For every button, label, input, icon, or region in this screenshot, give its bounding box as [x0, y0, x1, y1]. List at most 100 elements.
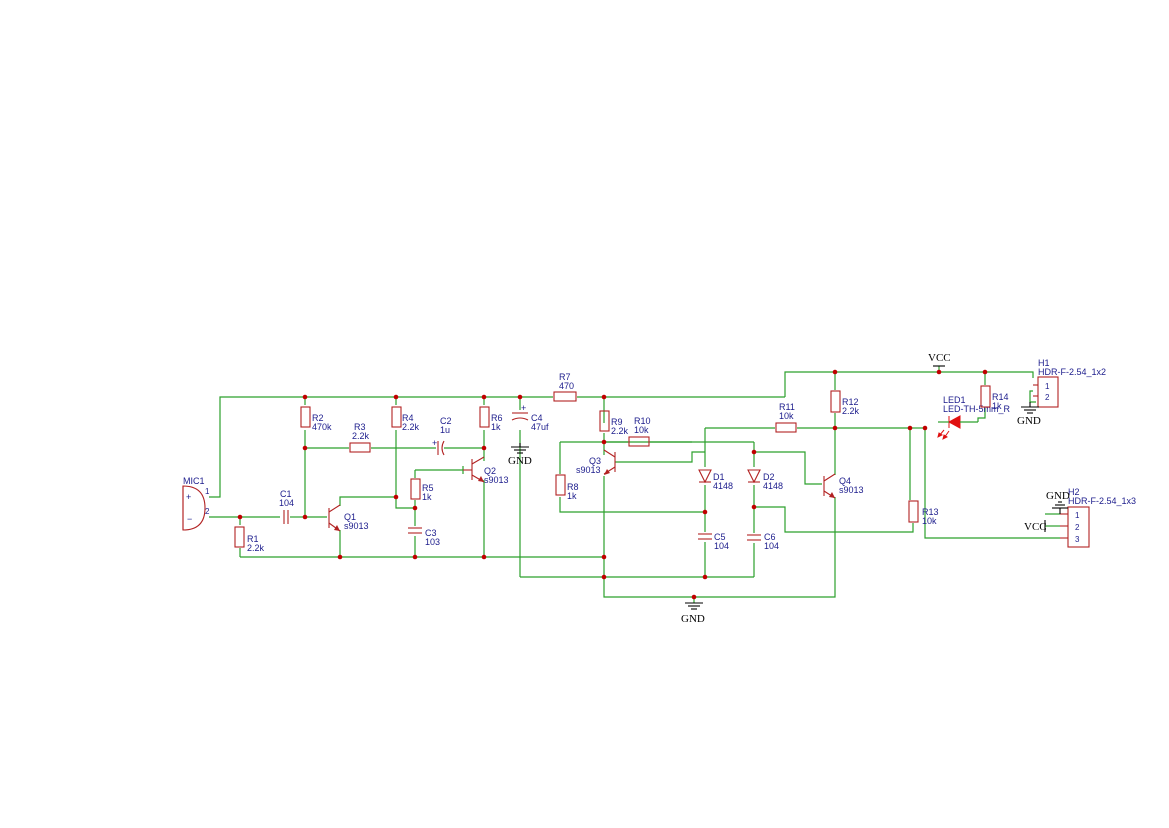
r1-value: 2.2k — [247, 543, 265, 553]
transistor-q2: Q2 s9013 — [463, 456, 509, 485]
r2-value: 470k — [312, 422, 332, 432]
c5-value: 104 — [714, 541, 729, 551]
diode-d1: D1 4148 — [698, 469, 733, 491]
h2-value: HDR-F-2.54_1x3 — [1068, 496, 1136, 506]
r11-ref: R11 — [779, 402, 795, 412]
r7-value: 470 — [559, 381, 574, 391]
d1-ref: D1 — [713, 472, 725, 482]
c3-value: 103 — [425, 537, 440, 547]
h1-value: HDR-F-2.54_1x2 — [1038, 367, 1106, 377]
resistor-r6: R6 1k — [479, 406, 503, 432]
r3-ref: R3 — [354, 422, 366, 432]
c6-value: 104 — [764, 541, 779, 551]
junctions — [237, 369, 988, 600]
r12-ref: R12 — [842, 397, 859, 407]
diode-d2: D2 4148 — [747, 469, 783, 491]
capacitor-c3: C3 103 — [408, 527, 440, 547]
gnd-label-h1: GND — [1017, 415, 1041, 427]
r6-ref: R6 — [491, 413, 503, 423]
gnd-label-1: GND — [508, 455, 532, 467]
led1-value: LED-TH-5mm_R — [943, 404, 1011, 414]
led-led1: LED1 LED-TH-5mm_R — [937, 395, 1011, 440]
r4-value: 2.2k — [402, 422, 420, 432]
r1-ref: R1 — [247, 534, 259, 544]
r6-value: 1k — [491, 422, 501, 432]
r10-value: 10k — [634, 425, 649, 435]
r12-value: 2.2k — [842, 406, 860, 416]
d2-value: 4148 — [763, 481, 783, 491]
capacitor-c2: + C2 1u — [432, 416, 452, 456]
c2-plus: + — [432, 438, 437, 448]
r9-ref: R9 — [611, 417, 623, 427]
c2-value: 1u — [440, 425, 450, 435]
h1-ref: H1 — [1038, 358, 1050, 368]
vcc-symbol: VCC — [928, 352, 951, 367]
resistor-r3: R3 2.2k — [349, 422, 371, 453]
r7-ref: R7 — [559, 372, 571, 382]
c2-ref: C2 — [440, 416, 452, 426]
c4-ref: C4 — [531, 413, 543, 423]
gnd-symbol-1: GND — [508, 443, 532, 467]
gnd-label-h2: GND — [1046, 490, 1070, 502]
c1-value: 104 — [279, 498, 294, 508]
r13-ref: R13 — [922, 507, 939, 517]
r8-value: 1k — [567, 491, 577, 501]
vcc-label: VCC — [928, 352, 951, 364]
d2-ref: D2 — [763, 472, 775, 482]
r14-value: 1k — [992, 401, 1002, 411]
q3-ref: Q3 — [589, 456, 601, 466]
mic1-plus: + — [186, 492, 191, 502]
transistor-q4: Q4 s9013 — [823, 473, 864, 499]
resistor-r2: R2 470k — [300, 406, 332, 432]
h1-pin1: 1 — [1045, 382, 1050, 391]
q2-ref: Q2 — [484, 466, 496, 476]
capacitor-c4: + C4 47uf — [511, 403, 549, 432]
q3-value: s9013 — [576, 465, 601, 475]
q1-ref: Q1 — [344, 512, 356, 522]
c1-ref: C1 — [280, 489, 292, 499]
wires — [209, 366, 1060, 603]
r5-ref: R5 — [422, 483, 434, 493]
r5-value: 1k — [422, 492, 432, 502]
led1-ref: LED1 — [943, 395, 966, 405]
vcc-label-h2: VCC — [1024, 521, 1047, 533]
vcc-symbol-h2: VCC — [1024, 520, 1047, 533]
transistor-q3: Q3 s9013 — [576, 449, 616, 475]
capacitor-c6: C6 104 — [747, 532, 779, 551]
resistor-r5: R5 1k — [410, 478, 434, 502]
c3-ref: C3 — [425, 528, 437, 538]
r4-ref: R4 — [402, 413, 414, 423]
resistor-r13: R13 10k — [908, 500, 939, 526]
header-h2: H2 HDR-F-2.54_1x3 1 2 3 — [1060, 487, 1136, 548]
resistor-r10: R10 10k — [628, 416, 651, 447]
mic1-pin2: 2 — [205, 507, 210, 516]
resistor-r11: R11 10k — [775, 402, 797, 433]
q4-value: s9013 — [839, 485, 864, 495]
r3-value: 2.2k — [352, 431, 370, 441]
r2-ref: R2 — [312, 413, 324, 423]
resistor-r7: R7 470 — [553, 372, 577, 402]
mic1-ref: MIC1 — [183, 476, 205, 486]
resistor-r1: R1 2.2k — [234, 526, 265, 553]
gnd-symbol-h1: GND — [1017, 402, 1041, 427]
transistor-q1: Q1 s9013 — [328, 504, 369, 532]
q1-value: s9013 — [344, 521, 369, 531]
r11-value: 10k — [779, 411, 794, 421]
mic1-pin1: 1 — [205, 487, 210, 496]
resistor-r12: R12 2.2k — [830, 390, 860, 416]
capacitor-c5: C5 104 — [698, 532, 729, 551]
q2-value: s9013 — [484, 475, 509, 485]
microphone-mic1: + − MIC1 1 2 — [182, 476, 210, 531]
h2-ref: H2 — [1068, 487, 1080, 497]
r14-ref: R14 — [992, 392, 1009, 402]
mic1-minus: − — [187, 514, 192, 524]
d1-value: 4148 — [713, 481, 733, 491]
q4-ref: Q4 — [839, 476, 851, 486]
c5-ref: C5 — [714, 532, 726, 542]
gnd-symbol-2: GND — [681, 602, 705, 625]
resistor-r14: R14 1k — [980, 385, 1009, 411]
r8-ref: R8 — [567, 482, 579, 492]
c6-ref: C6 — [764, 532, 776, 542]
resistor-r9: R9 2.2k — [599, 410, 629, 436]
r9-value: 2.2k — [611, 426, 629, 436]
